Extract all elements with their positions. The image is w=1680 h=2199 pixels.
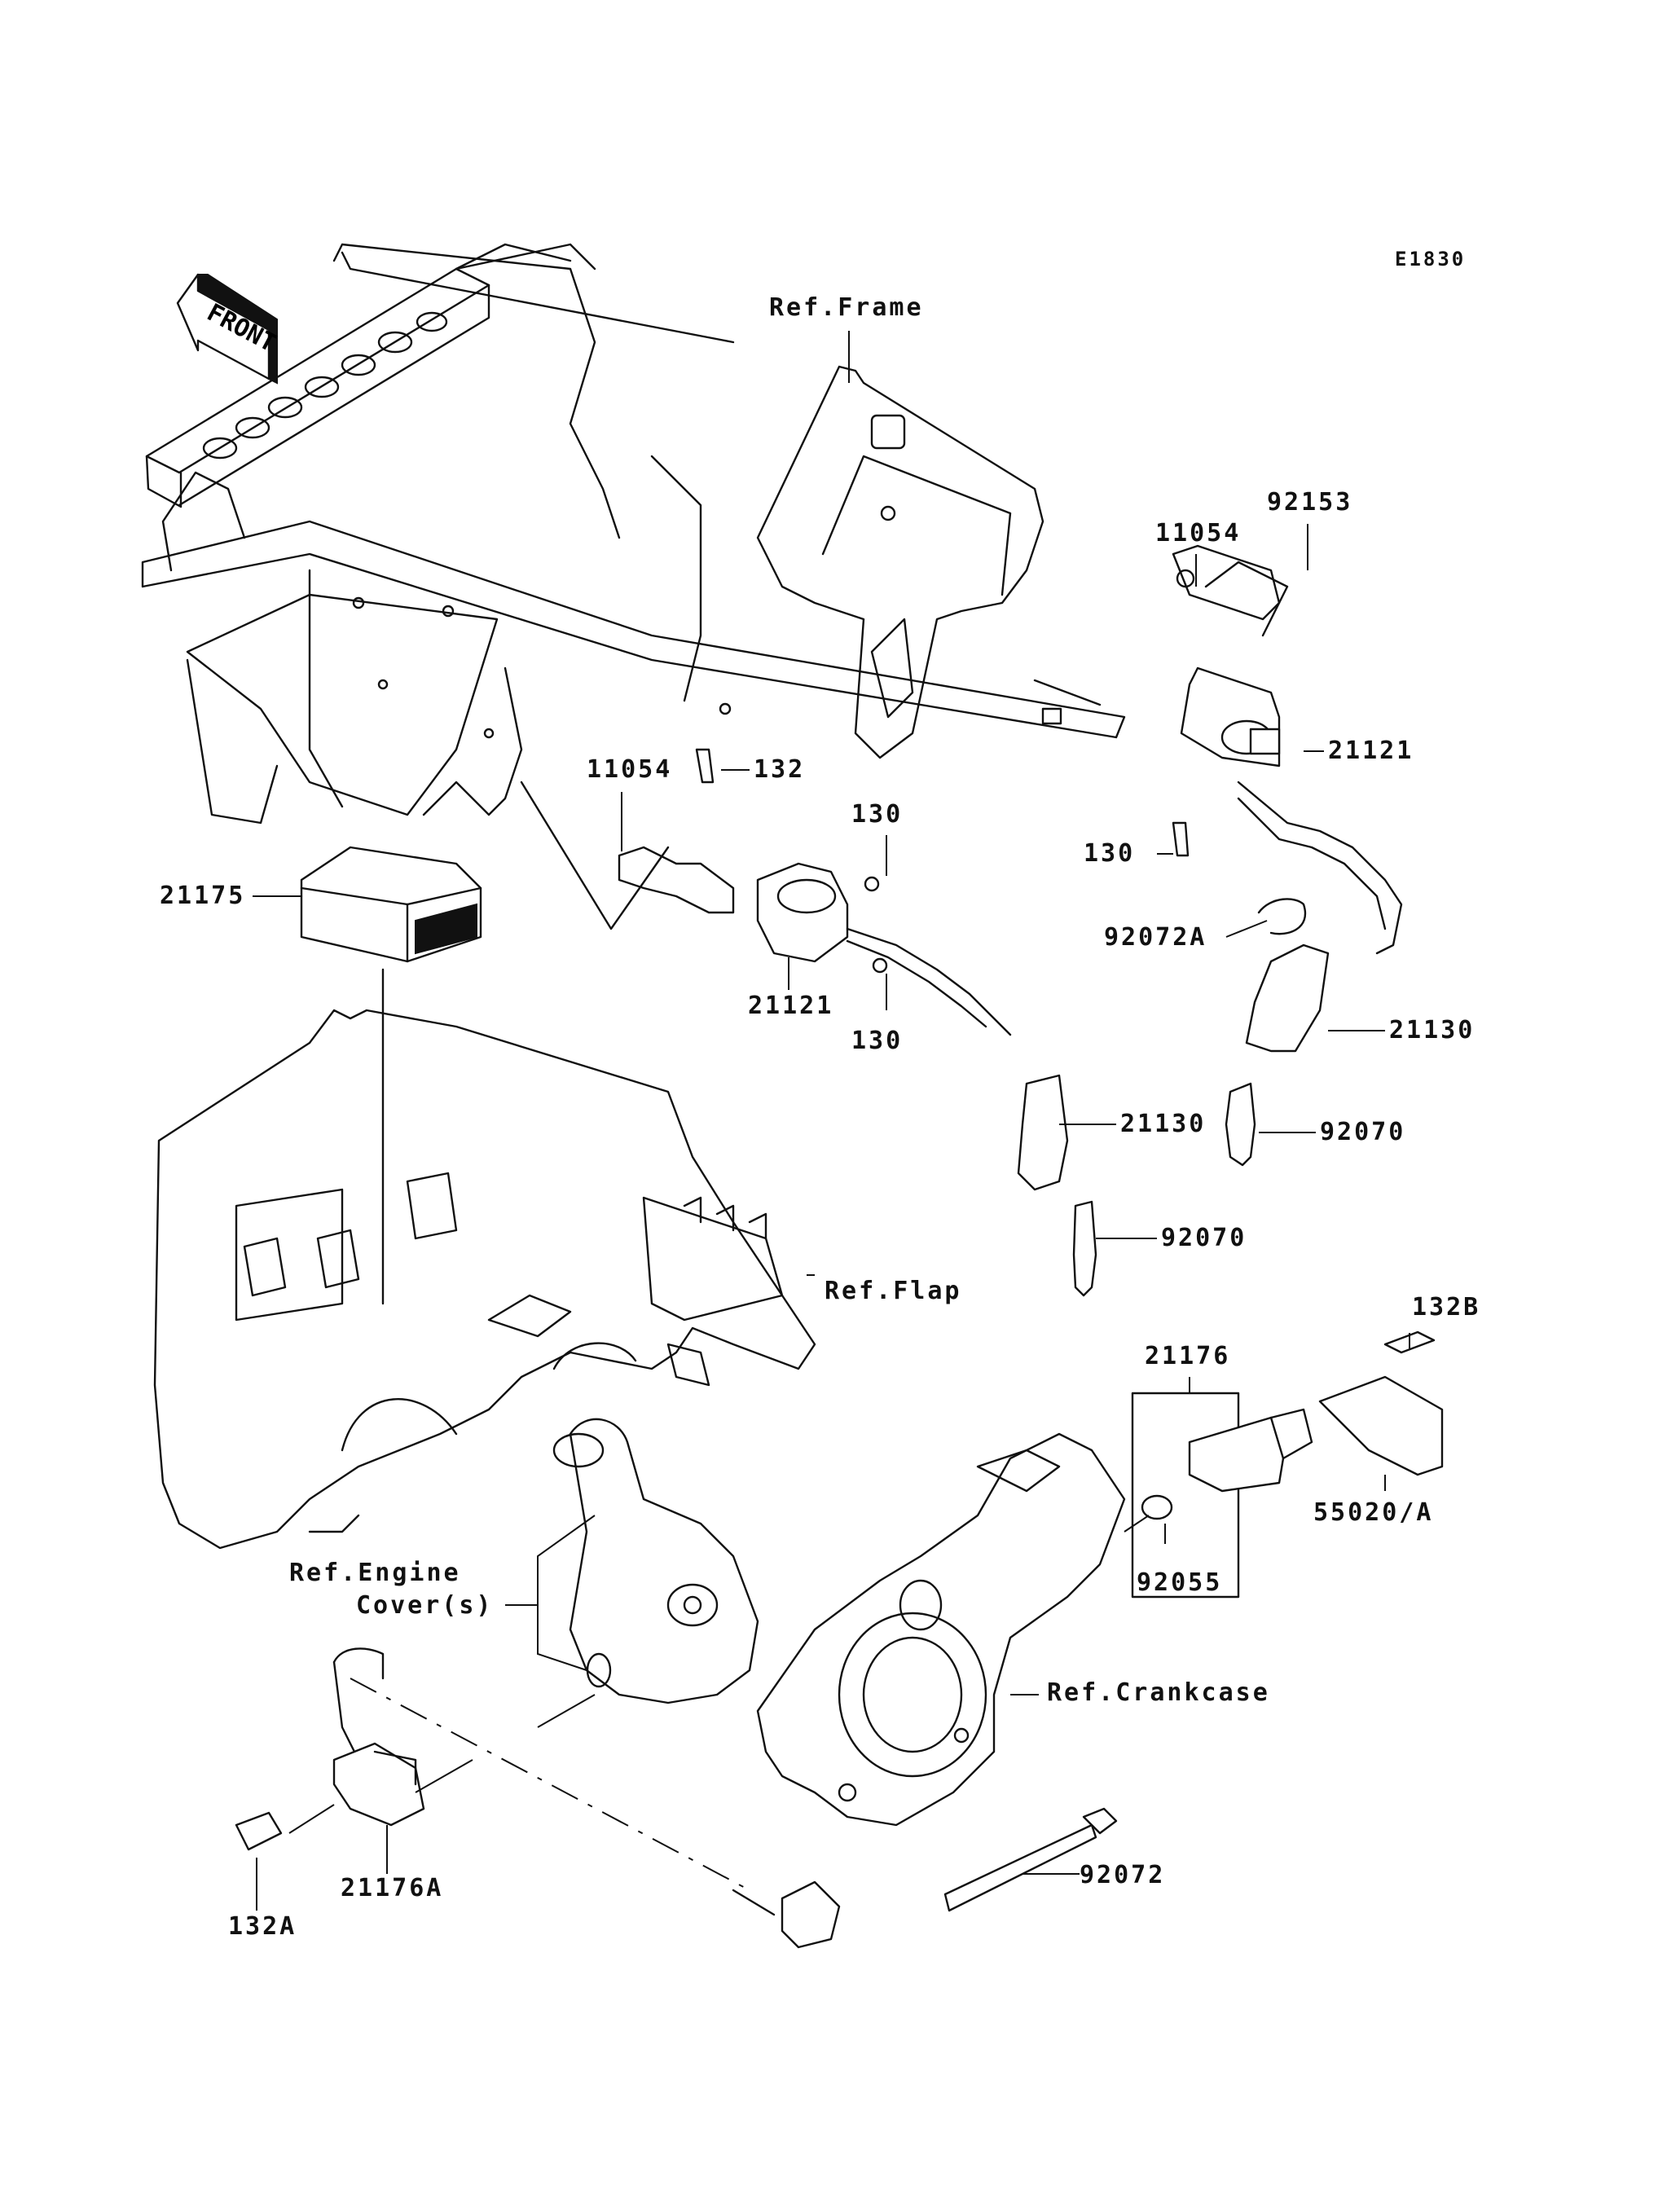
part-label-11054-right[interactable]: 11054 bbox=[1155, 519, 1242, 548]
part-label-11054-left[interactable]: 11054 bbox=[587, 755, 673, 784]
oring-92055 bbox=[1141, 1494, 1173, 1520]
spark-plug-left bbox=[1072, 1200, 1097, 1297]
leader-lines bbox=[253, 331, 1410, 1911]
cover-55020A bbox=[1318, 1375, 1444, 1476]
part-label-130-lower[interactable]: 130 bbox=[851, 1027, 904, 1055]
igniter-21175 bbox=[300, 846, 482, 1305]
part-label-92055[interactable]: 92055 bbox=[1137, 1568, 1223, 1597]
ref-crankcase-label: Ref.Crankcase bbox=[1047, 1678, 1270, 1707]
ref-frame-label: Ref.Frame bbox=[769, 293, 924, 322]
frame-bracket bbox=[756, 365, 1102, 759]
right-small-parts bbox=[1172, 569, 1330, 1167]
bolt-130-lower bbox=[872, 957, 888, 974]
bolt-132A bbox=[235, 1811, 283, 1851]
band-92072 bbox=[943, 1807, 1118, 1912]
part-label-21130-left[interactable]: 21130 bbox=[1120, 1110, 1207, 1138]
bolt-92153 bbox=[1176, 569, 1195, 588]
part-label-21176A[interactable]: 21176A bbox=[341, 1874, 444, 1902]
bolt-132B bbox=[1383, 1330, 1436, 1354]
ref-engine-cover-label-line1: Ref.Engine bbox=[289, 1559, 461, 1587]
bolt-132 bbox=[695, 748, 715, 784]
diagram-id-code: E1830 bbox=[1395, 248, 1467, 270]
spark-plug-right bbox=[1225, 1082, 1256, 1167]
part-label-130-right[interactable]: 130 bbox=[1084, 839, 1136, 868]
plug-cap-right bbox=[1245, 943, 1330, 1053]
connector-21176A bbox=[781, 1880, 841, 1949]
part-label-92070-left[interactable]: 92070 bbox=[1161, 1224, 1247, 1252]
ref-engine-cover-label-line2: Cover(s) bbox=[356, 1591, 494, 1620]
part-label-132B[interactable]: 132B bbox=[1412, 1293, 1481, 1322]
part-label-21176[interactable]: 21176 bbox=[1145, 1342, 1231, 1370]
part-label-92070-right[interactable]: 92070 bbox=[1320, 1118, 1406, 1146]
part-label-92072[interactable]: 92072 bbox=[1080, 1861, 1166, 1889]
bolt-130-upper bbox=[864, 876, 880, 892]
frame-structure bbox=[141, 243, 1126, 825]
part-label-21121-left[interactable]: 21121 bbox=[748, 992, 834, 1020]
part-label-55020A[interactable]: 55020/A bbox=[1313, 1498, 1434, 1527]
part-label-92153[interactable]: 92153 bbox=[1267, 488, 1353, 517]
ref-flap-label: Ref.Flap bbox=[825, 1277, 962, 1305]
sensor-21176 bbox=[1188, 1416, 1289, 1493]
plug-cap-left bbox=[1017, 1074, 1069, 1191]
oring-engine-cover bbox=[586, 1652, 612, 1688]
sensor-21176A-group bbox=[235, 1647, 841, 1949]
part-label-21121-right[interactable]: 21121 bbox=[1328, 737, 1414, 765]
part-label-132A[interactable]: 132A bbox=[228, 1912, 297, 1941]
clamp-92072A bbox=[1257, 898, 1307, 935]
engine-cover bbox=[552, 1418, 759, 1704]
flap-tray bbox=[153, 1009, 816, 1550]
part-label-21130-right[interactable]: 21130 bbox=[1389, 1016, 1475, 1045]
part-label-92072A[interactable]: 92072A bbox=[1104, 923, 1207, 952]
sensor-21176-group bbox=[1124, 1330, 1444, 1599]
part-label-132[interactable]: 132 bbox=[754, 755, 806, 784]
bolt-130-right bbox=[1172, 821, 1190, 857]
crankcase bbox=[756, 1432, 1126, 1827]
right-coil-assembly bbox=[1172, 544, 1403, 955]
front-arrow-icon: FRONT bbox=[176, 273, 280, 385]
part-label-21175[interactable]: 21175 bbox=[160, 882, 246, 910]
part-label-130-upper[interactable]: 130 bbox=[851, 800, 904, 829]
left-coil-assembly bbox=[520, 748, 1097, 1297]
